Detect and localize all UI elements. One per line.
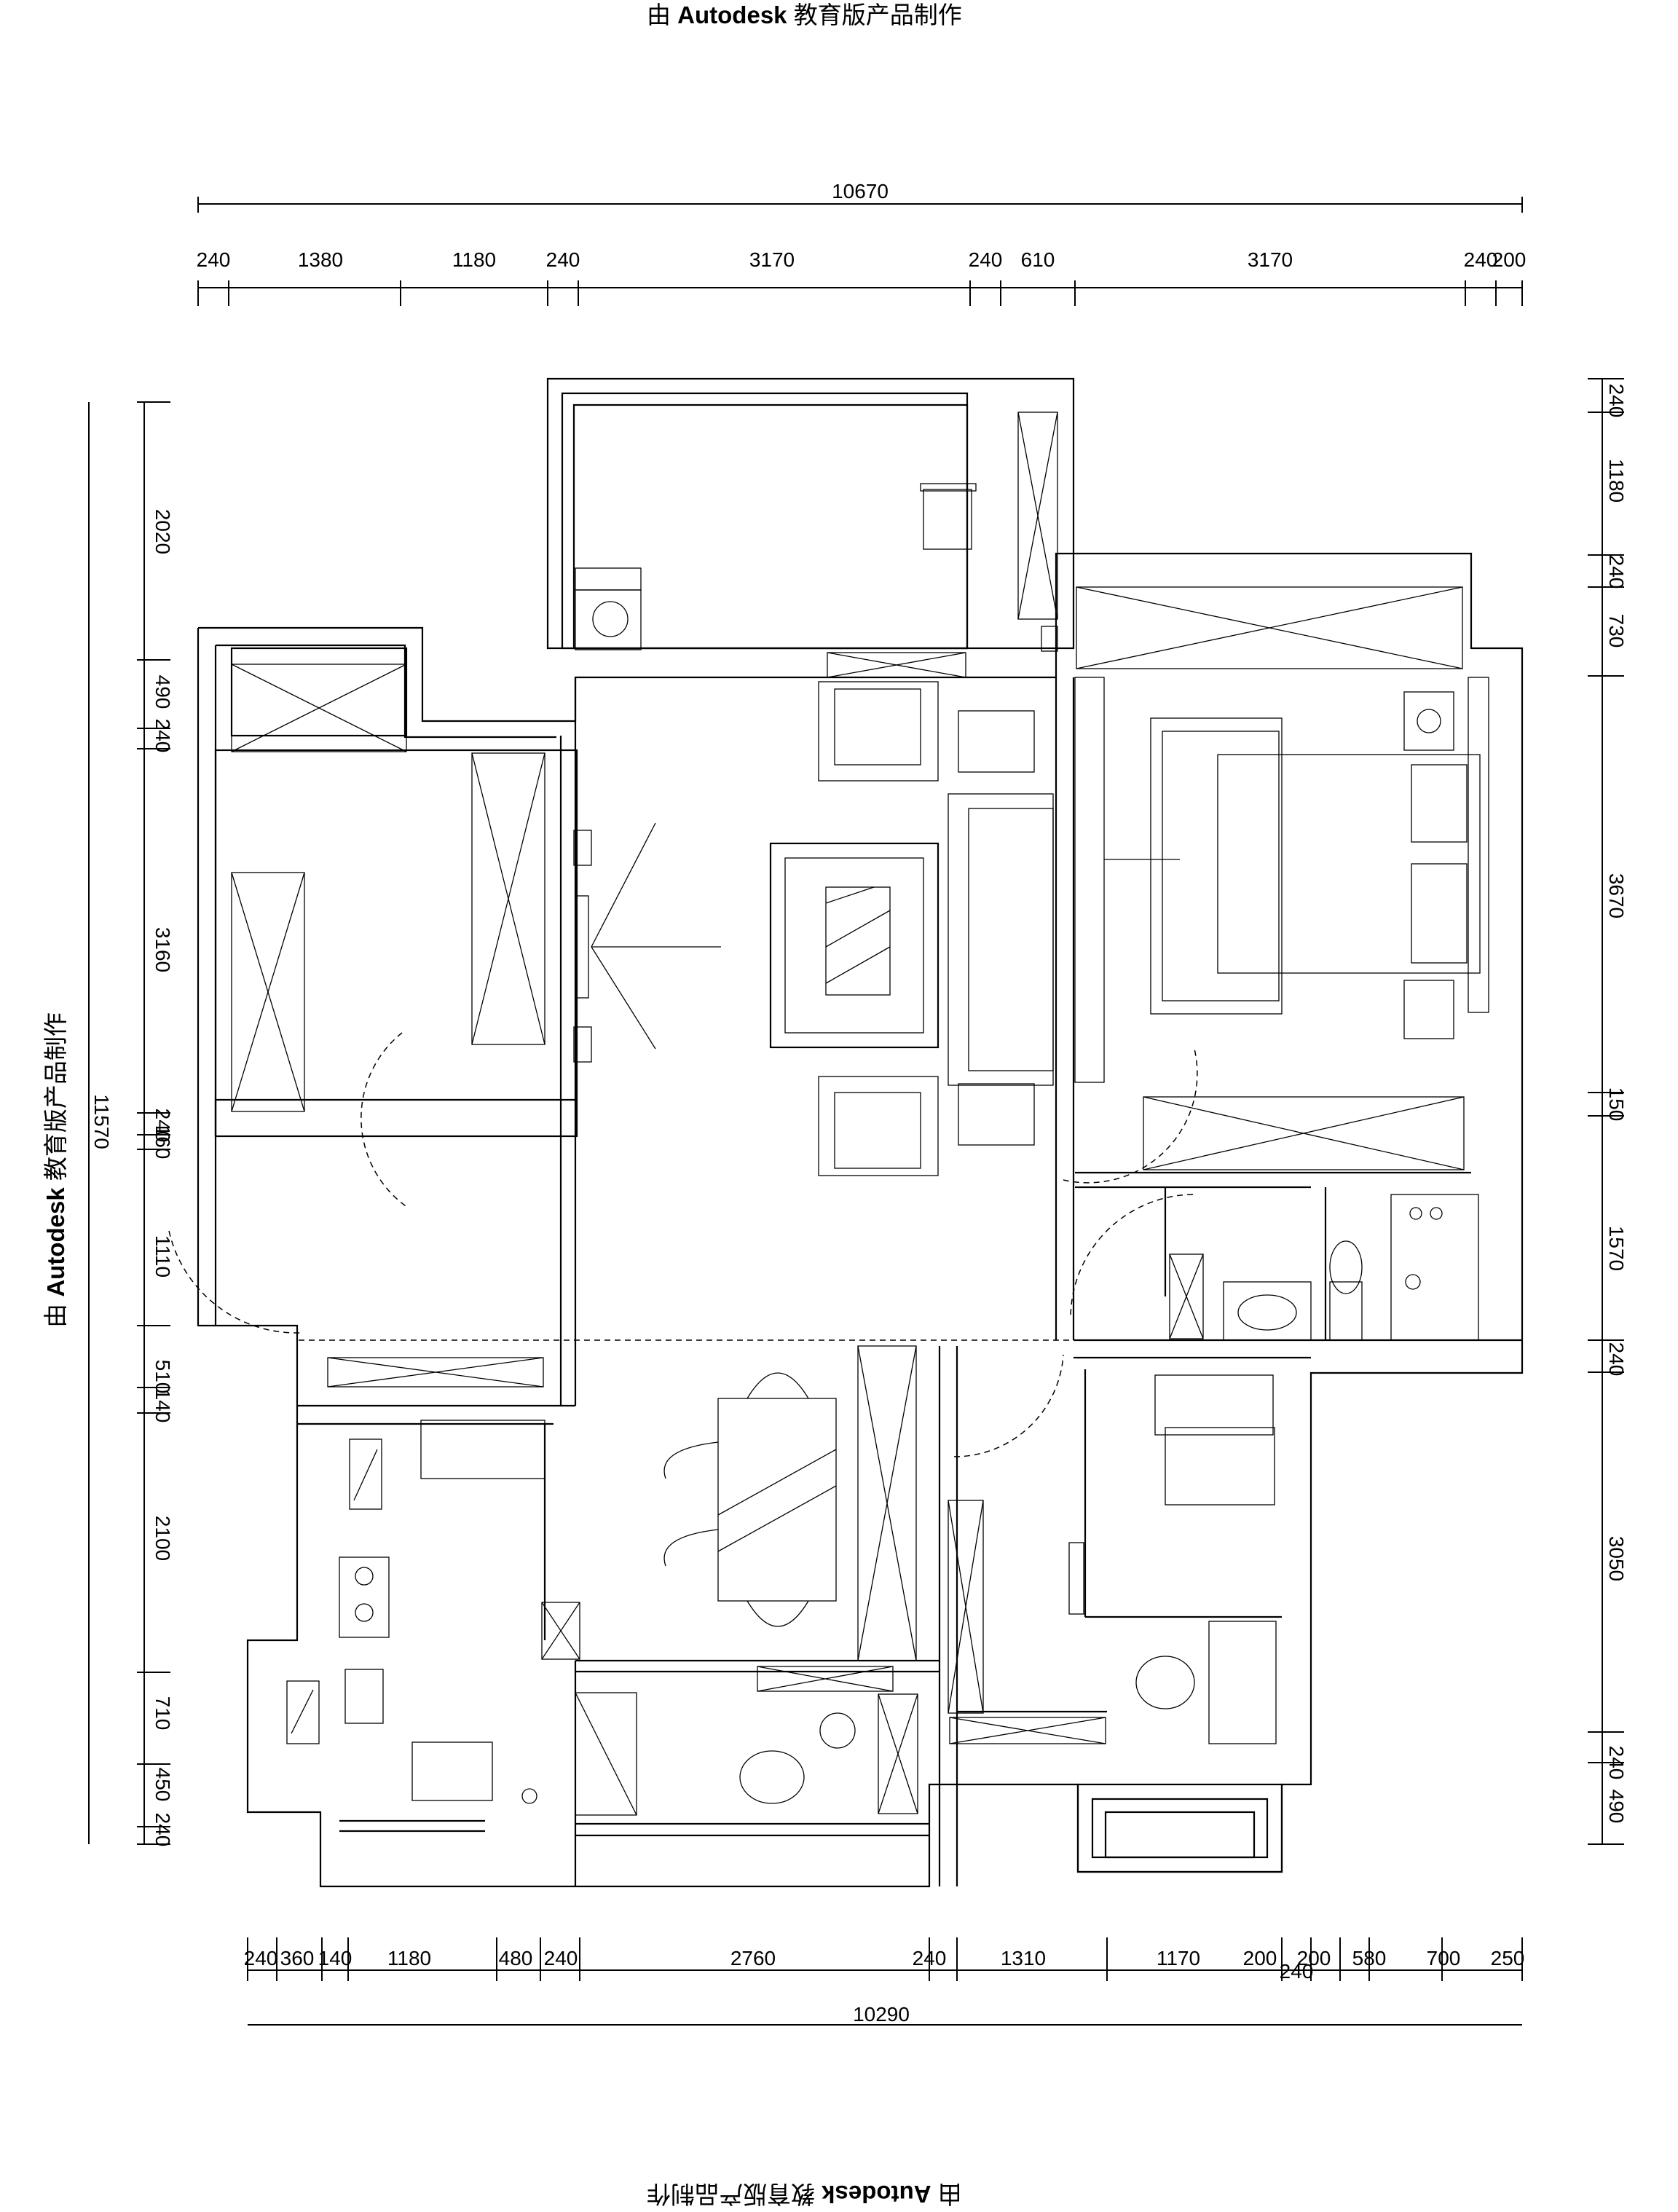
dim-top-label: 240 (197, 248, 231, 271)
bathroom-fixtures (1223, 1194, 1479, 1341)
dim-right-label: 240 (1605, 555, 1628, 589)
dim-bottom-label: 200 (1297, 1947, 1331, 1969)
dim-left-label: 710 (151, 1696, 174, 1731)
dim-bottom-label: 1180 (387, 1947, 431, 1969)
dim-left-total: 11570 (90, 1094, 113, 1149)
dim-right-label: 1570 (1605, 1226, 1628, 1271)
dim-bottom-label: 360 (280, 1947, 315, 1969)
dim-left-label: 2100 (151, 1516, 174, 1561)
dim-right-label: 1180 (1605, 459, 1628, 503)
dim-left-label: 160 (151, 1125, 174, 1160)
dim-left-label: 140 (151, 1389, 174, 1423)
dim-top-label: 1380 (298, 248, 343, 271)
kitchen-fixtures (286, 1420, 545, 1804)
dining-furniture (663, 1372, 837, 1627)
balcony-furniture (575, 1542, 1277, 1816)
dim-top-label: 200 (1492, 248, 1527, 271)
dim-bottom-total: 10290 (853, 2003, 910, 2026)
doors (168, 1032, 1198, 1457)
dim-left-label: 1110 (151, 1235, 174, 1278)
watermark-top: 由 Autodesk 教育版产品制作 (647, 1, 962, 28)
dim-left-label: 3160 (151, 927, 174, 972)
dim-right-label: 240 (1605, 1342, 1628, 1377)
living-room-furniture (573, 681, 1054, 1176)
dim-bottom-label: 2760 (730, 1947, 776, 1969)
dim-right-label: 3670 (1605, 873, 1628, 918)
dimension-left: 1157020204902403160240160111051014021007… (88, 401, 174, 1847)
dim-left-label: 490 (151, 675, 174, 709)
dim-left-label: 2020 (151, 509, 174, 554)
dim-top-label: 610 (1021, 248, 1055, 271)
dim-bottom-label: 1170 (1157, 1947, 1200, 1969)
dim-bottom-label: 250 (1491, 1947, 1525, 1969)
wardrobes (231, 412, 1465, 1814)
dim-top-label: 240 (1464, 248, 1498, 271)
study-furniture (575, 483, 1058, 652)
dim-right-label: 730 (1605, 614, 1628, 648)
dim-left-label: 450 (151, 1768, 174, 1802)
dim-bottom-label: 240 (1280, 1960, 1314, 1983)
bottom-walls (339, 1819, 929, 1837)
dim-bottom-label: 240 (544, 1947, 578, 1969)
exterior-walls (197, 377, 1524, 1888)
dim-left-label: 240 (151, 719, 174, 753)
dim-top-label: 3170 (749, 248, 795, 271)
dim-top-label: 240 (546, 248, 580, 271)
dim-right-label: 3050 (1605, 1536, 1628, 1581)
dim-left-label: 240 (151, 1813, 174, 1847)
dim-left-label: 240 (151, 1109, 174, 1143)
dim-bottom-label: 480 (499, 1947, 533, 1969)
second-bedroom-furniture (1154, 1374, 1275, 1506)
dim-bottom-label: 200 (1243, 1947, 1277, 1969)
dim-top-label: 240 (969, 248, 1003, 271)
dim-bottom-label: 140 (318, 1947, 352, 1969)
dim-top-label: 1180 (452, 248, 496, 271)
dim-right-label: 490 (1605, 1790, 1628, 1824)
dim-bottom-label: 700 (1427, 1947, 1461, 1969)
bedroom-furniture (1074, 677, 1489, 1083)
dim-top-total: 10670 (832, 180, 889, 202)
dim-bottom-label: 240 (244, 1947, 278, 1969)
dim-bottom-label: 1310 (1001, 1947, 1046, 1969)
dim-top-label: 3170 (1248, 248, 1293, 271)
